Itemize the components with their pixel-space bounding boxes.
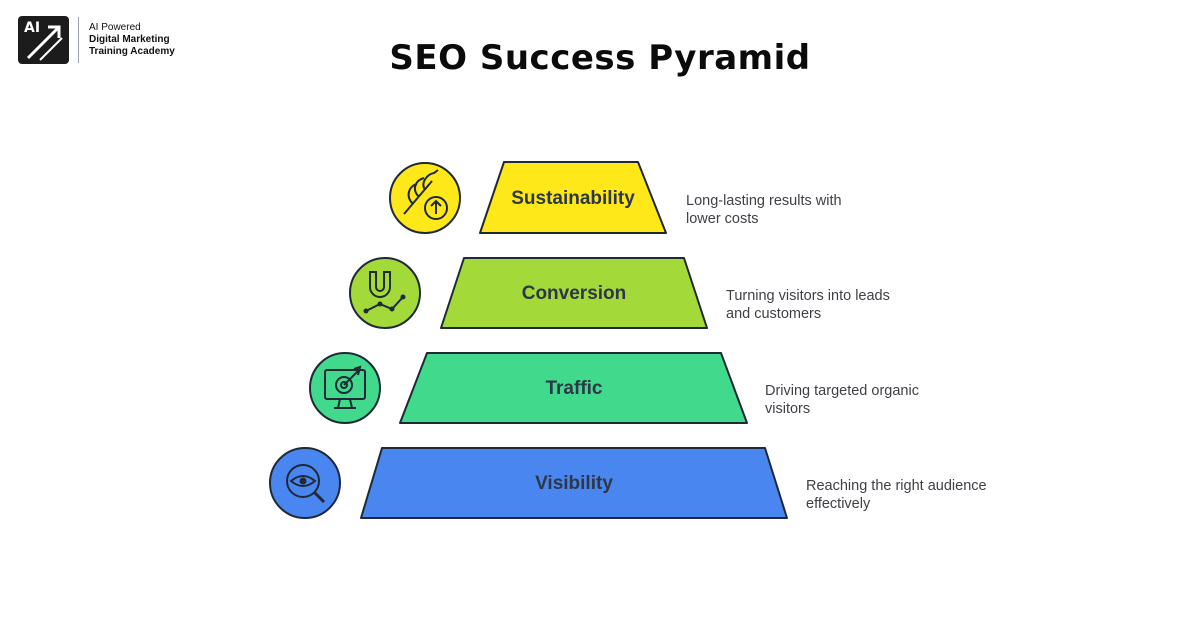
academy-logo: AI AI Powered Digital Marketing Training…	[18, 16, 175, 64]
tier-label-visibility: Visibility	[535, 473, 613, 494]
logo-arrow-icon	[26, 25, 63, 61]
tier-description-traffic: Driving targeted organic visitors	[765, 383, 919, 417]
leaf-growth-icon	[389, 162, 461, 234]
tier-description-sustainability: Long-lasting results with lower costs	[686, 193, 842, 227]
logo-line1: AI Powered	[89, 22, 141, 33]
page-title: SEO Success Pyramid	[389, 38, 811, 78]
logo-divider	[78, 17, 79, 63]
tier-shape-conversion	[440, 257, 708, 329]
tier-description-visibility: Reaching the right audience effectively	[806, 478, 987, 512]
logo-text: AI Powered Digital Marketing Training Ac…	[89, 22, 175, 58]
tier-label-traffic: Traffic	[545, 378, 602, 399]
tier-description-conversion: Turning visitors into leads and customer…	[726, 288, 890, 322]
tier-shape-traffic	[399, 352, 748, 424]
tier-sustainability: Sustainability	[389, 161, 667, 234]
tier-shape-sustainability	[479, 161, 667, 234]
magnet-icon	[349, 257, 421, 329]
logo-line3: Training Academy	[89, 46, 175, 57]
tier-label-conversion: Conversion	[522, 283, 627, 304]
logo-line2: Digital Marketing	[89, 34, 170, 45]
tier-label-sustainability: Sustainability	[511, 188, 635, 209]
monitor-target-icon	[309, 352, 381, 424]
tier-shape-visibility	[360, 447, 788, 519]
search-eye-icon	[269, 447, 341, 519]
tier-traffic: Traffic	[309, 352, 748, 424]
logo-mark: AI	[18, 16, 69, 64]
tier-conversion: Conversion	[349, 257, 708, 329]
tier-visibility: Visibility	[269, 447, 788, 519]
logo-mark-text: AI	[24, 20, 41, 36]
